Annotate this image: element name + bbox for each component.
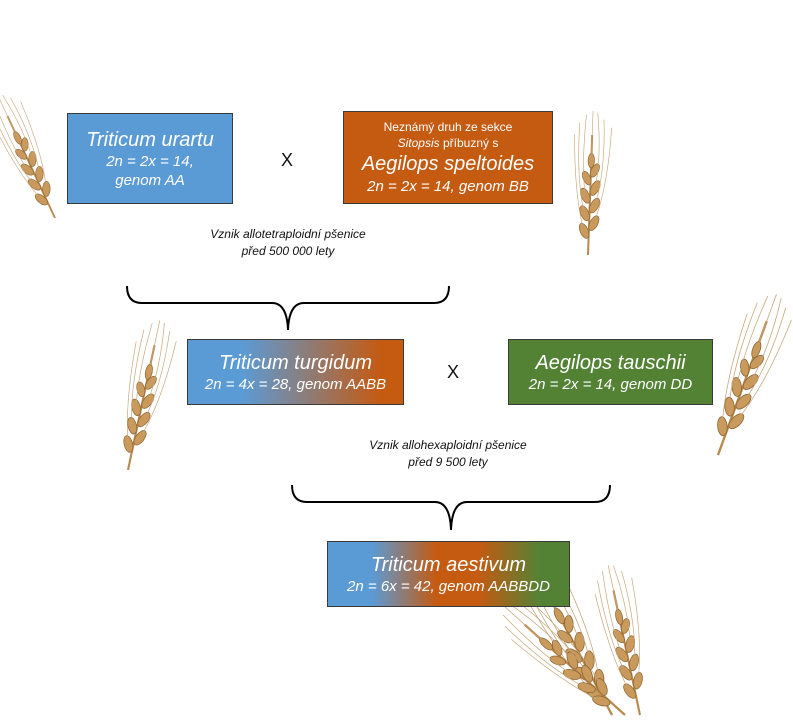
node-triticum-aestivum: Triticum aestivum 2n = 6x = 42, genom AA… (327, 541, 570, 607)
node-description-2: Sitopsis příbuzný s (398, 135, 499, 151)
note-line: před 9 500 lety (408, 455, 488, 469)
node-title: Triticum aestivum (370, 553, 527, 576)
node-triticum-urartu: Triticum urartu 2n = 2x = 14, genom AA (67, 113, 233, 204)
node-title: Triticum turgidum (219, 351, 372, 374)
node-description-rest: příbuzný s (439, 136, 499, 150)
wheat-ear-icon (569, 109, 614, 257)
node-triticum-turgidum: Triticum turgidum 2n = 4x = 28, genom AA… (187, 339, 404, 405)
cross-symbol: X (447, 362, 460, 382)
note-tetraploid: Vznik allotetraploidní pšenice před 500 … (168, 226, 408, 260)
cross-symbol: X (281, 150, 294, 170)
bracket-hexaploid (291, 484, 611, 531)
wheat-ear-icon (108, 315, 181, 476)
note-hexaploid: Vznik allohexaploidní pšenice před 9 500… (328, 437, 568, 471)
node-genome: 2n = 2x = 14, genom BB (367, 178, 529, 195)
node-title: Aegilops speltoides (361, 153, 535, 175)
node-genome: 2n = 2x = 14, genom DD (528, 375, 693, 393)
node-genome: 2n = 6x = 42, genom AABBDD (347, 577, 550, 595)
node-section-name: Sitopsis (397, 136, 440, 150)
node-title: Triticum urartu (86, 128, 214, 151)
bracket-tetraploid (126, 285, 450, 331)
node-aegilops-tauschii: Aegilops tauschii 2n = 2x = 14, genom DD (508, 339, 713, 405)
note-line: Vznik allohexaploidní pšenice (369, 438, 527, 452)
wheat-ear-icon (0, 87, 73, 226)
note-line: před 500 000 lety (241, 244, 335, 258)
node-description: Neznámý druh ze sekce (383, 120, 513, 134)
node-genome: genom AA (115, 171, 185, 189)
node-aegilops-speltoides: Neznámý druh ze sekce Sitopsis příbuzný … (343, 111, 553, 204)
note-line: Vznik allotetraploidní pšenice (210, 227, 366, 241)
node-chromosomes: 2n = 2x = 14, (106, 152, 194, 170)
node-title: Aegilops tauschii (535, 351, 686, 374)
node-genome: 2n = 4x = 28, genom AABB (204, 375, 387, 393)
